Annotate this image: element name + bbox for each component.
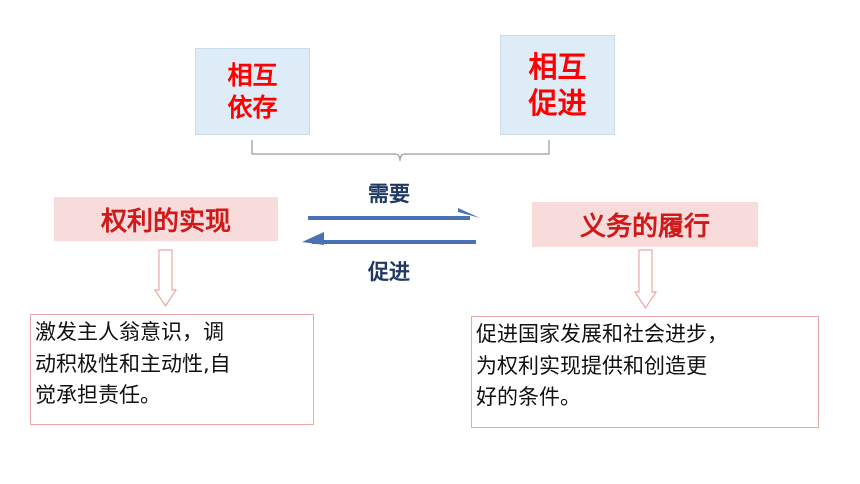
label-line: 促进	[528, 86, 587, 120]
label-mutual-promotion: 相互 促进	[500, 35, 615, 135]
description-duty: 促进国家发展和社会进步， 为权利实现提供和创造更 好的条件。	[471, 316, 819, 428]
desc-line: 觉承担责任。	[35, 383, 161, 407]
arrow-label-promote: 促进	[368, 260, 410, 284]
desc-line: 促进国家发展和社会进步，	[476, 322, 728, 346]
down-arrow-right	[633, 249, 658, 310]
concept-rights-realization: 权利的实现	[54, 197, 278, 241]
description-rights: 激发主人翁意识，调 动积极性和主动性,自 觉承担责任。	[30, 314, 314, 425]
down-arrow-left	[153, 249, 178, 308]
label-line: 相互	[227, 61, 278, 91]
label-line: 依存	[227, 92, 278, 122]
label-line: 相互	[528, 49, 587, 84]
desc-line: 好的条件。	[476, 385, 581, 409]
arrow-left	[302, 232, 476, 245]
arrow-right	[308, 208, 480, 220]
concept-duty-fulfillment: 义务的履行	[532, 202, 758, 247]
desc-line: 激发主人翁意识，调	[35, 320, 224, 344]
bracket-connector	[251, 140, 550, 162]
arrow-label-need: 需要	[368, 182, 410, 206]
label-mutual-dependence: 相互 依存	[195, 48, 310, 135]
desc-line: 为权利实现提供和创造更	[476, 353, 707, 378]
desc-line: 动积极性和主动性,自	[35, 351, 231, 376]
